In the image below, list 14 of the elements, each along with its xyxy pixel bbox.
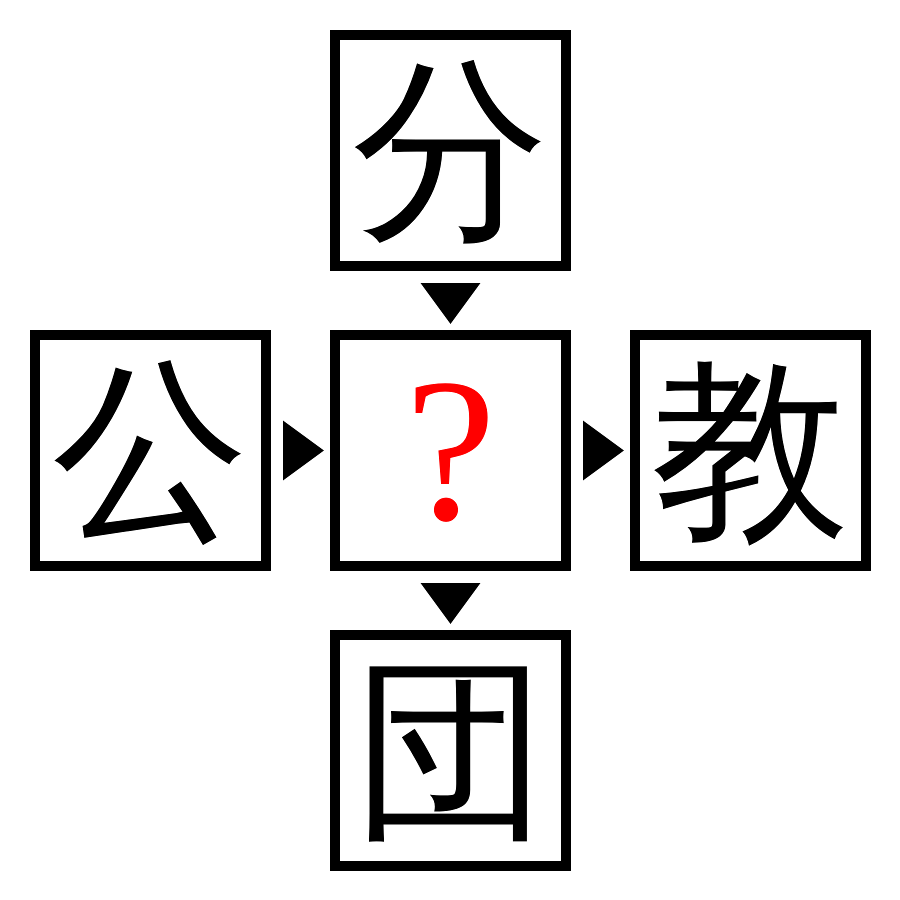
character-box (630, 330, 871, 571)
arrowhead (583, 420, 624, 480)
kanji-character: 教 (652, 352, 848, 548)
character-box (330, 630, 571, 871)
kanji-character: 分 (352, 52, 548, 248)
arrowhead (283, 420, 324, 480)
character-box (330, 30, 571, 271)
character-box (330, 330, 571, 571)
kanji-character: 公 (52, 352, 248, 548)
arrowhead (420, 283, 480, 324)
question-mark: ? (405, 348, 496, 553)
character-box (30, 330, 271, 571)
arrowhead (420, 583, 480, 624)
kanji-character: 団 (352, 652, 548, 848)
